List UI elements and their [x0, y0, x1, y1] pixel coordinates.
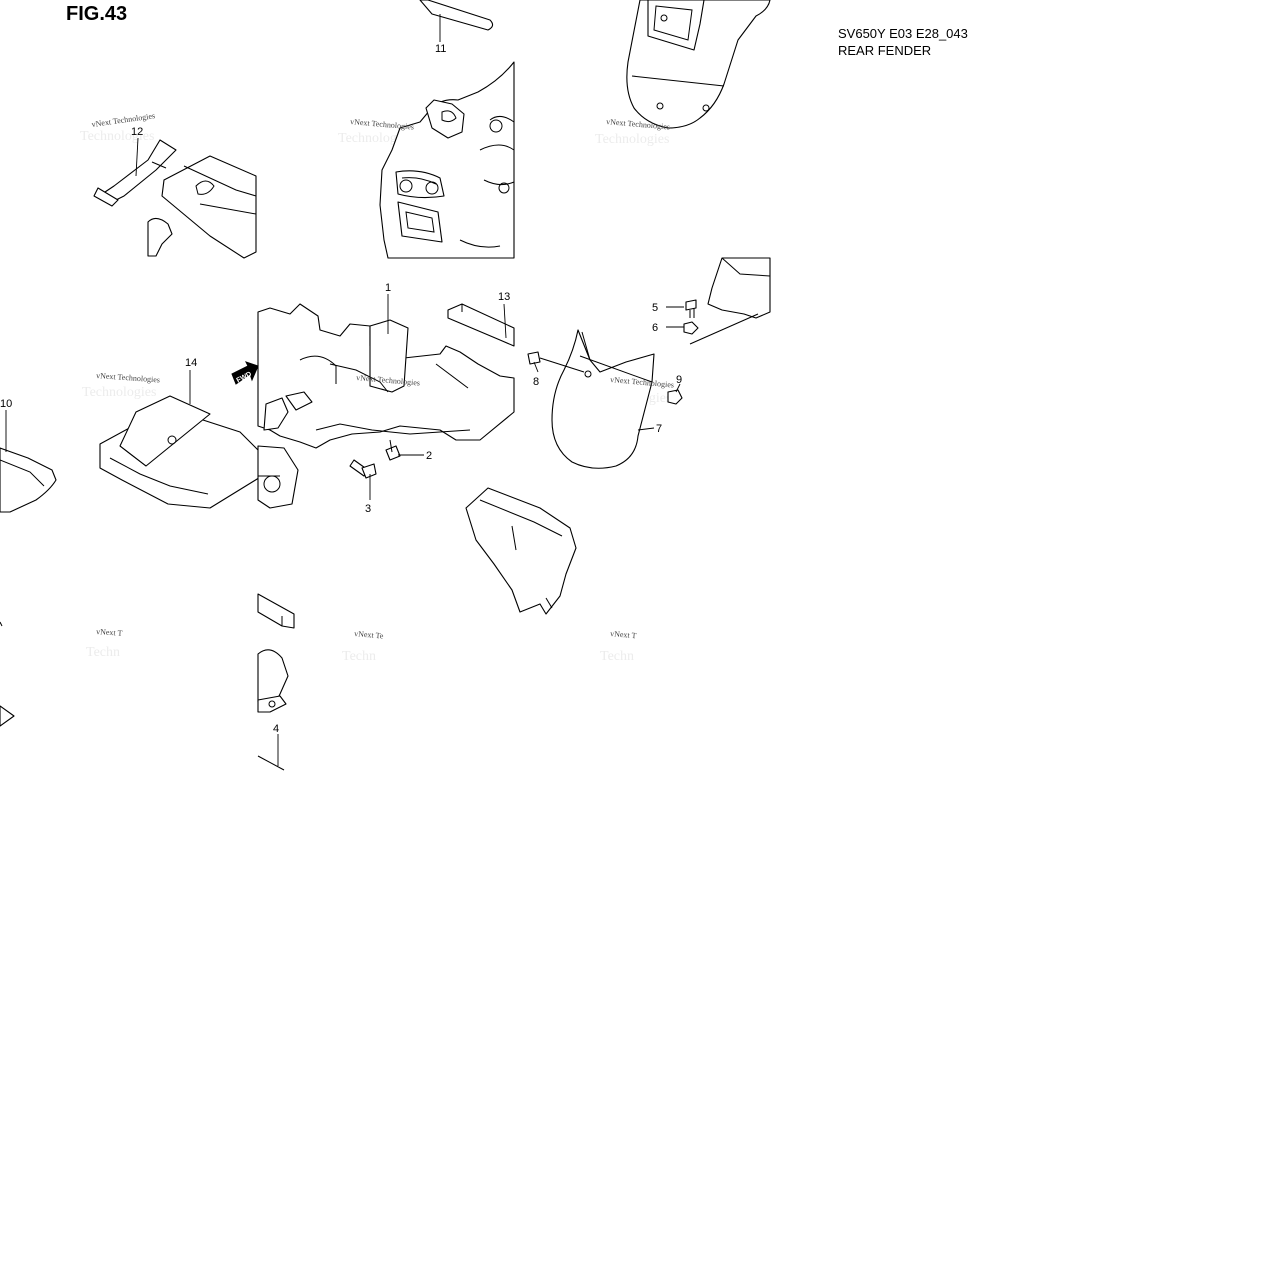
- figure-title: FIG.43: [66, 3, 128, 25]
- part-1-bracket: [257, 303, 515, 509]
- part-14-cushion: [99, 395, 263, 509]
- tail-cowl-piece: [465, 487, 577, 615]
- watermark-faint: Technologies: [338, 131, 412, 146]
- part-11-strip: [419, 0, 494, 31]
- model-code: SV650Y E03 E28_043: [838, 26, 968, 41]
- callout-13: 13: [498, 291, 510, 303]
- callout-10: 10: [0, 398, 12, 410]
- watermark-faint: Technologies: [80, 129, 154, 144]
- figure-info: SV650Y E03 E28_043 REAR FENDER: [838, 25, 968, 59]
- watermark-text: vNext Technologies: [91, 111, 156, 129]
- watermark-faint: Techn: [86, 645, 120, 660]
- callout-12: 12: [131, 126, 143, 138]
- callout-6: 6: [652, 322, 658, 334]
- callout-2: 2: [426, 450, 432, 462]
- part-6-nut: [683, 321, 699, 335]
- watermark-faint: Technologies: [82, 385, 156, 400]
- rear-frame-housing: [379, 61, 515, 259]
- callout-1: 1: [385, 282, 391, 294]
- watermark-faint: Techn: [342, 649, 376, 664]
- fwd-direction-marker: FWD: [231, 361, 259, 385]
- watermark-text: vNext Technologies: [350, 117, 414, 132]
- callout-leader-lines: [5, 14, 684, 766]
- lower-left-edge-piece: [0, 621, 15, 727]
- callout-4: 4: [273, 723, 279, 735]
- rear-fender-cap: [626, 0, 771, 129]
- part-3-bolt: [349, 459, 377, 479]
- part-9-nut: [667, 389, 683, 405]
- callout-9: 9: [676, 374, 682, 386]
- part-5-bolt: [685, 299, 697, 318]
- callout-numbers: 11 12 1 13 14 10 2 3 5 6 8 9 7 4: [0, 43, 682, 735]
- part-10-pad: [0, 447, 57, 513]
- watermark-text: vNext T: [610, 629, 637, 640]
- callout-7: 7: [656, 423, 662, 435]
- callout-14: 14: [185, 357, 197, 369]
- part-8-screw: [527, 351, 585, 373]
- part-4-bracket: [257, 593, 295, 771]
- part-13-strip: [447, 303, 515, 347]
- callout-5: 5: [652, 302, 658, 314]
- callout-11: 11: [435, 43, 446, 55]
- callout-8: 8: [533, 376, 539, 388]
- watermark-faint: Technologies: [595, 132, 669, 147]
- watermark-text: vNext Te: [354, 629, 384, 641]
- watermark-faint: Techn: [600, 649, 634, 664]
- part-2-nut: [385, 439, 401, 461]
- figure-name: REAR FENDER: [838, 43, 932, 58]
- part-7-mudguard: [551, 329, 655, 469]
- watermark-text: vNext Technologies: [96, 371, 160, 384]
- watermark-text: vNext T: [96, 627, 123, 638]
- callout-3: 3: [365, 503, 371, 515]
- seat-rail-bracket: [147, 155, 257, 259]
- seat-tail-cowl: [689, 257, 771, 345]
